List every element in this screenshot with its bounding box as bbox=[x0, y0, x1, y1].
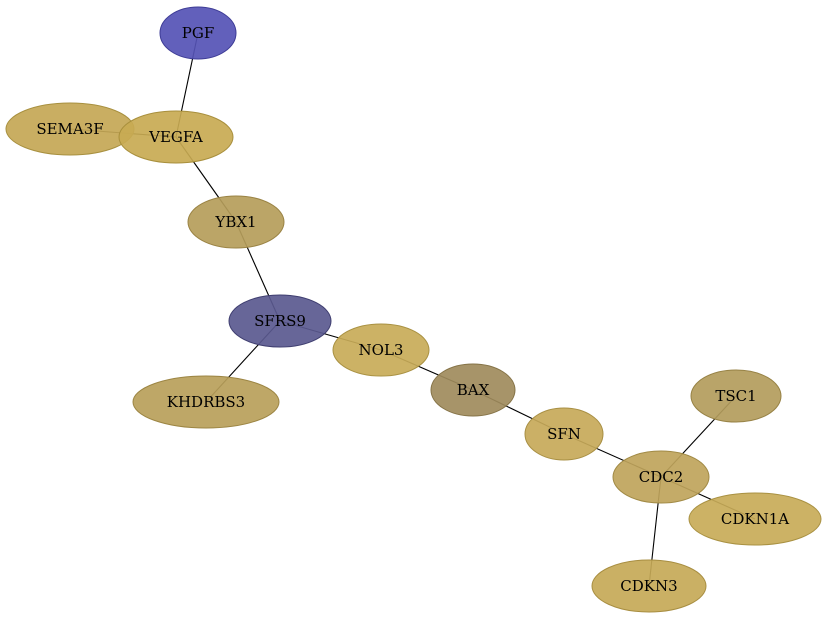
node-label: YBX1 bbox=[214, 213, 256, 231]
node-label: CDC2 bbox=[639, 468, 684, 486]
node-label: SFRS9 bbox=[254, 312, 306, 330]
node-label: VEGFA bbox=[148, 128, 203, 146]
node-cdc2[interactable]: CDC2 bbox=[612, 450, 710, 504]
node-khdrbs3[interactable]: KHDRBS3 bbox=[132, 375, 280, 429]
node-label: CDKN1A bbox=[721, 510, 789, 528]
node-sfn[interactable]: SFN bbox=[524, 407, 604, 461]
node-pgf[interactable]: PGF bbox=[159, 6, 237, 60]
node-cdkn3[interactable]: CDKN3 bbox=[591, 559, 707, 613]
node-ybx1[interactable]: YBX1 bbox=[187, 195, 285, 249]
node-label: CDKN3 bbox=[620, 577, 677, 595]
node-label: NOL3 bbox=[359, 341, 404, 359]
node-ellipse[interactable] bbox=[159, 6, 237, 60]
node-ellipse[interactable] bbox=[591, 559, 707, 613]
node-ellipse[interactable] bbox=[612, 450, 710, 504]
node-ellipse[interactable] bbox=[688, 492, 822, 546]
node-label: SFN bbox=[547, 425, 581, 443]
node-ellipse[interactable] bbox=[332, 323, 430, 377]
node-sema3f[interactable]: SEMA3F bbox=[5, 102, 135, 156]
node-label: BAX bbox=[457, 381, 490, 399]
node-ellipse[interactable] bbox=[187, 195, 285, 249]
node-ellipse[interactable] bbox=[228, 294, 332, 348]
node-ellipse[interactable] bbox=[132, 375, 280, 429]
node-tsc1[interactable]: TSC1 bbox=[690, 369, 782, 423]
node-label: KHDRBS3 bbox=[167, 393, 245, 411]
node-ellipse[interactable] bbox=[524, 407, 604, 461]
node-ellipse[interactable] bbox=[690, 369, 782, 423]
node-vegfa[interactable]: VEGFA bbox=[118, 110, 234, 164]
node-label: TSC1 bbox=[715, 387, 756, 405]
node-nol3[interactable]: NOL3 bbox=[332, 323, 430, 377]
node-label: PGF bbox=[182, 24, 214, 42]
node-cdkn1a[interactable]: CDKN1A bbox=[688, 492, 822, 546]
node-label: SEMA3F bbox=[36, 120, 103, 138]
node-ellipse[interactable] bbox=[430, 363, 516, 417]
node-ellipse[interactable] bbox=[118, 110, 234, 164]
node-bax[interactable]: BAX bbox=[430, 363, 516, 417]
node-sfrs9[interactable]: SFRS9 bbox=[228, 294, 332, 348]
